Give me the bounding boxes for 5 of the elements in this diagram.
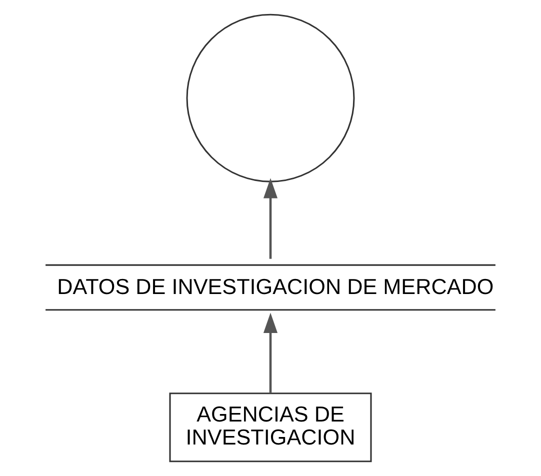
- arrow: [263, 312, 278, 393]
- node-circle: [186, 14, 355, 182]
- node-box: AGENCIAS DE INVESTIGACION: [169, 392, 372, 462]
- arrow: [263, 178, 278, 259]
- node-text: DATOS DE INVESTIGACION DE MERCADO: [57, 274, 494, 299]
